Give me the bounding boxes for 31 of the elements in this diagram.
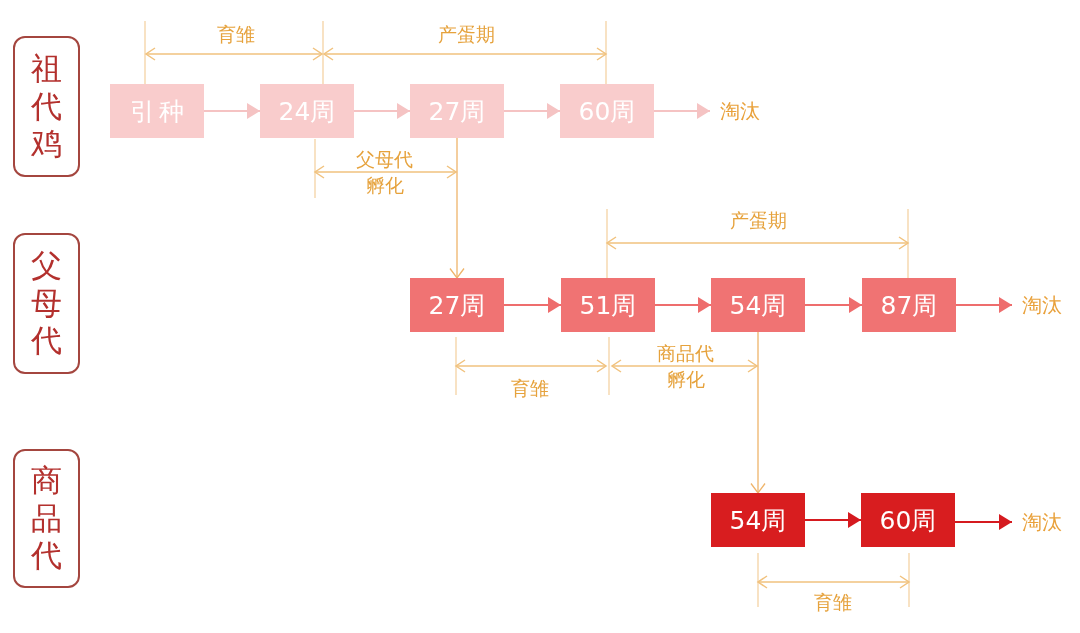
arrow (353, 103, 411, 119)
dimension-label: 育雏 (217, 22, 255, 47)
outcome-label: 淘汰 (1012, 291, 1072, 319)
arrow (804, 297, 863, 313)
outcome-label: 淘汰 (1012, 508, 1072, 536)
generation-box: 祖代鸡 (13, 36, 80, 177)
arrow (750, 331, 766, 494)
stage-box: 27周 (410, 278, 504, 332)
stage-box: 87周 (862, 278, 956, 332)
arrow (203, 103, 261, 119)
arrow (503, 103, 561, 119)
stage-box: 51周 (561, 278, 655, 332)
arrow (653, 103, 711, 119)
arrow (955, 297, 1013, 313)
dimension-label: 产蛋期 (437, 22, 495, 47)
stage-box: 54周 (711, 493, 805, 547)
dimension-label: 商品代孵化 (656, 341, 716, 392)
dimension-label: 产蛋期 (729, 208, 787, 233)
arrow (954, 514, 1013, 530)
arrow (503, 297, 562, 313)
dimension-label: 育雏 (511, 376, 549, 401)
generation-box: 商品代 (13, 449, 80, 588)
outcome-label: 淘汰 (710, 97, 770, 125)
arrow (804, 512, 862, 528)
stage-box: 54周 (711, 278, 805, 332)
dimension-label: 父母代孵化 (355, 147, 415, 198)
generation-box: 父母代 (13, 233, 80, 374)
arrow (654, 297, 712, 313)
stage-box: 60周 (861, 493, 955, 547)
arrow (449, 137, 465, 279)
dimension-label: 育雏 (814, 590, 852, 615)
